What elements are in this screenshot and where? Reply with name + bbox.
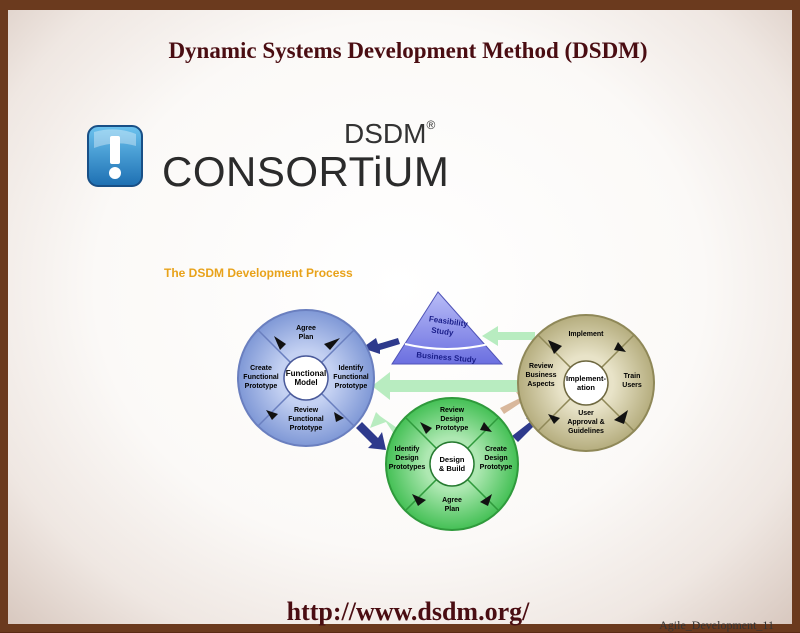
design-right-3: Prototype	[480, 464, 513, 471]
exclamation-square-icon	[87, 125, 143, 187]
design-center-2: & Build	[439, 464, 466, 473]
pyramid-top-2: Study	[431, 326, 455, 338]
website-link[interactable]: http://www.dsdm.org/	[286, 597, 530, 626]
arrow-design-to-func	[370, 412, 400, 434]
slide-title: Dynamic Systems Development Method (DSDM…	[168, 38, 648, 63]
functional-left-2: Functional	[243, 374, 278, 381]
functional-bottom-1: Review	[294, 407, 319, 414]
design-right-1: Create	[485, 446, 507, 453]
design-left-3: Prototypes	[389, 464, 426, 471]
functional-bottom-3: Prototype	[290, 425, 323, 432]
impl-left-2: Business	[525, 372, 556, 379]
impl-bottom-1: User	[578, 410, 594, 417]
arrow-impl-to-func	[372, 372, 520, 400]
registered-mark: ®	[426, 117, 436, 132]
arrow-impl-to-pyramid	[482, 326, 535, 346]
design-build-wheel: Design & Build Review Design Prototype I…	[385, 397, 519, 531]
functional-right-2: Functional	[333, 374, 368, 381]
impl-top-1: Implement	[568, 331, 604, 338]
dsdm-process-diagram: Functional Model Agree Plan Create Funct…	[237, 291, 655, 531]
feasibility-pyramid: Feasibility Study Business Study	[391, 291, 504, 365]
functional-right-1: Identify	[339, 365, 364, 372]
design-left-1: Identify	[395, 446, 420, 453]
design-right-2: Design	[484, 455, 507, 462]
functional-left-1: Create	[250, 365, 272, 372]
arrow-func-to-design	[356, 422, 386, 450]
design-top-1: Review	[440, 407, 465, 414]
design-bottom-1: Agree	[442, 497, 462, 504]
impl-right-2: Users	[622, 382, 642, 389]
functional-top-2: Plan	[299, 334, 314, 341]
impl-right-1: Train	[624, 373, 641, 380]
design-center-1: Design	[439, 455, 464, 464]
slide-footer: Agile_Development_11	[659, 618, 774, 632]
impl-center-2: ation	[577, 383, 595, 392]
logo-dsdm-text: DSDM®	[344, 117, 436, 149]
functional-right-3: Prototype	[335, 383, 368, 390]
impl-bottom-3: Guidelines	[568, 428, 604, 435]
functional-left-3: Prototype	[245, 383, 278, 390]
impl-left-1: Review	[529, 363, 554, 370]
functional-top-1: Agree	[296, 325, 316, 332]
logo-consortium-text: CONSORTiUM	[162, 148, 450, 195]
impl-center-1: Implement-	[566, 374, 607, 383]
arrow-pyramid-to-func	[362, 338, 400, 354]
functional-bottom-2: Functional	[288, 416, 323, 423]
design-bottom-2: Plan	[445, 506, 460, 513]
impl-left-3: Aspects	[527, 381, 554, 388]
impl-bottom-2: Approval &	[567, 419, 604, 426]
design-top-3: Prototype	[436, 425, 469, 432]
functional-center-1: Functional	[286, 369, 326, 378]
process-title: The DSDM Development Process	[164, 266, 353, 280]
design-left-2: Design	[395, 455, 418, 462]
design-top-2: Design	[440, 416, 463, 423]
implementation-wheel: Implement- ation Implement Review Busine…	[517, 314, 655, 452]
functional-center-2: Model	[294, 378, 317, 387]
functional-model-wheel: Functional Model Agree Plan Create Funct…	[237, 309, 375, 447]
